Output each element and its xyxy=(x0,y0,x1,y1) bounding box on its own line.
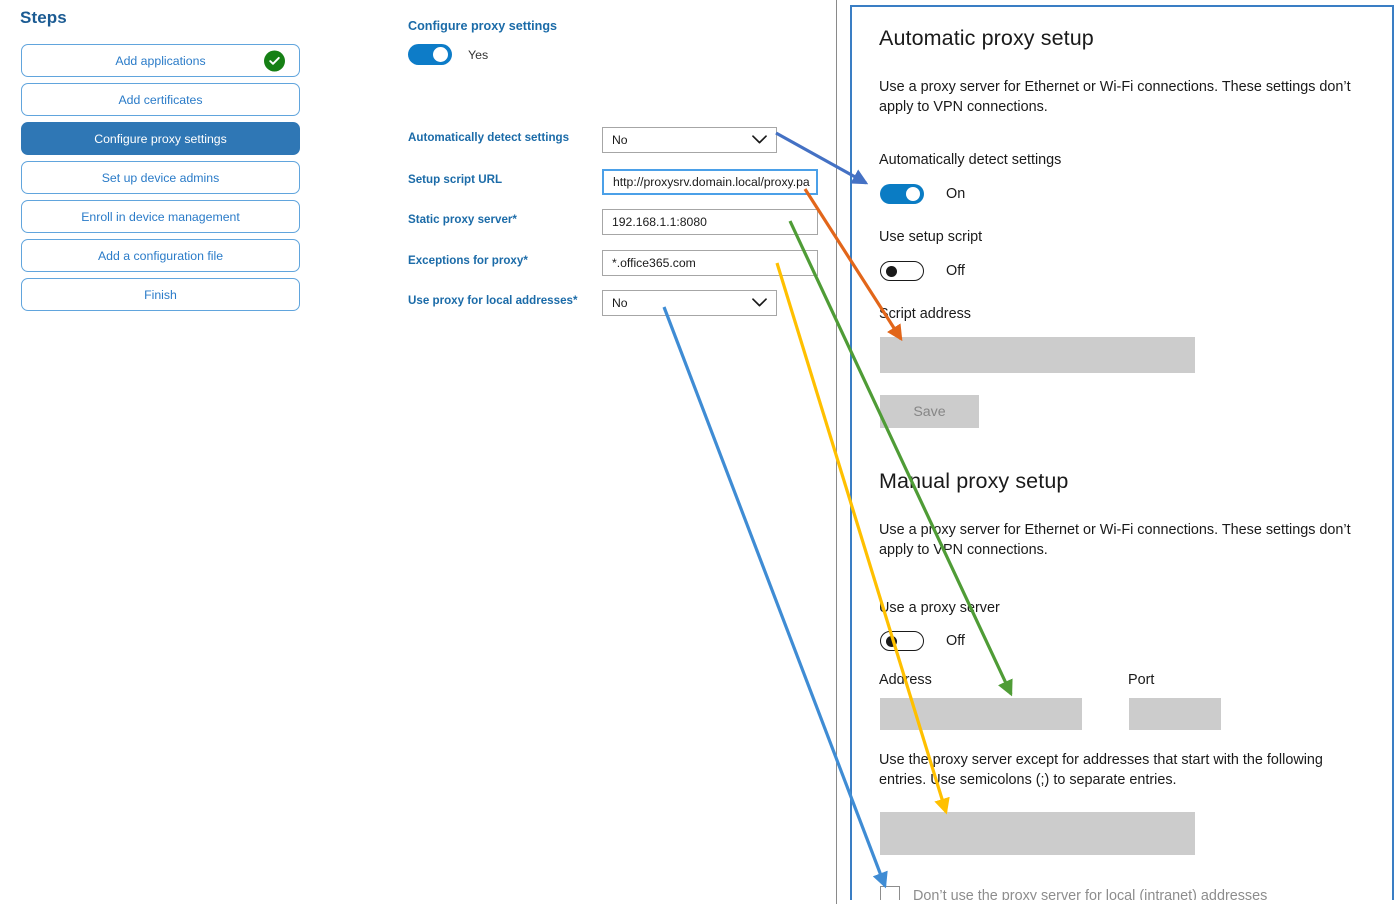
use-a-proxy-server-toggle[interactable] xyxy=(880,631,924,651)
step-button-enroll-in-device-management[interactable]: Enroll in device management xyxy=(21,200,300,233)
automatic-proxy-setup-description: Use a proxy server for Ethernet or Wi-Fi… xyxy=(879,79,1351,116)
static-proxy-server-input[interactable]: 192.168.1.1:8080 xyxy=(602,209,818,235)
save-button-label: Save xyxy=(913,403,946,420)
field-exceptions-for-proxy: Exceptions for proxy* *.office365.com xyxy=(408,250,858,276)
form-heading: Configure proxy settings xyxy=(408,19,558,33)
use-setup-script-toggle[interactable] xyxy=(880,261,924,281)
step-button-set-up-device-admins[interactable]: Set up device admins xyxy=(21,161,300,194)
step-label: Configure proxy settings xyxy=(94,131,227,146)
step-button-add-certificates[interactable]: Add certificates xyxy=(21,83,300,116)
steps-title: Steps xyxy=(20,8,67,27)
required-marker: * xyxy=(512,213,517,226)
field-label: Static proxy server* xyxy=(408,213,517,226)
step-button-finish[interactable]: Finish xyxy=(21,278,300,311)
use-a-proxy-server-toggle-row: Off xyxy=(880,631,965,651)
auto-detect-settings-label: Automatically detect settings xyxy=(879,152,1062,168)
input-value: http://proxysrv.domain.local/proxy.pa xyxy=(613,175,810,189)
select-value: No xyxy=(612,133,628,147)
manual-proxy-setup-description: Use a proxy server for Ethernet or Wi-Fi… xyxy=(879,522,1351,559)
steps-panel: Steps Add applications Add certificates … xyxy=(0,0,334,904)
windows-proxy-settings-panel: Automatic proxy setup Use a proxy server… xyxy=(850,5,1394,900)
step-button-configure-proxy-settings[interactable]: Configure proxy settings xyxy=(21,122,300,155)
port-label: Port xyxy=(1128,672,1155,688)
exceptions-input[interactable] xyxy=(880,812,1195,855)
field-use-proxy-for-local-addresses: Use proxy for local addresses* No xyxy=(408,290,858,316)
field-setup-script-url: Setup script URL http://proxysrv.domain.… xyxy=(408,169,858,195)
bypass-local-addresses-label: Don’t use the proxy server for local (in… xyxy=(913,888,1268,900)
bypass-local-addresses-checkbox[interactable] xyxy=(880,886,900,900)
step-label: Add a configuration file xyxy=(97,248,224,263)
field-static-proxy-server: Static proxy server* 192.168.1.1:8080 xyxy=(408,209,858,235)
automatic-proxy-setup-heading: Automatic proxy setup xyxy=(879,26,1094,50)
step-label: Enroll in device management xyxy=(81,209,240,224)
field-label: Setup script URL xyxy=(408,173,503,186)
step-label: Add applications xyxy=(115,53,206,68)
configure-proxy-settings-toggle-row: Yes xyxy=(408,44,488,65)
automatically-detect-settings-select[interactable]: No xyxy=(602,127,777,153)
use-proxy-for-local-addresses-select[interactable]: No xyxy=(602,290,777,316)
use-setup-script-toggle-row: Off xyxy=(880,261,965,281)
field-label: Automatically detect settings xyxy=(408,131,570,144)
setup-script-url-input[interactable]: http://proxysrv.domain.local/proxy.pa xyxy=(602,169,818,195)
chevron-down-icon xyxy=(752,296,767,310)
chevron-down-icon xyxy=(752,133,767,147)
step-label: Set up device admins xyxy=(101,170,220,185)
port-input[interactable] xyxy=(1129,698,1221,730)
auto-detect-settings-state: On xyxy=(946,186,966,202)
field-automatically-detect-settings: Automatically detect settings No xyxy=(408,127,836,153)
step-label: Finish xyxy=(144,287,177,302)
required-marker: * xyxy=(572,294,578,307)
step-button-add-a-configuration-file[interactable]: Add a configuration file xyxy=(21,239,300,272)
step-button-add-applications[interactable]: Add applications xyxy=(21,44,300,77)
configure-proxy-settings-toggle-label: Yes xyxy=(468,47,489,62)
manual-proxy-setup-heading: Manual proxy setup xyxy=(879,469,1069,493)
steps-list: Add applications Add certificates Config… xyxy=(21,44,300,317)
vertical-divider xyxy=(836,0,837,904)
proxy-settings-form: Configure proxy settings Yes Automatical… xyxy=(334,0,836,904)
save-button[interactable]: Save xyxy=(880,395,979,428)
exceptions-for-proxy-input[interactable]: *.office365.com xyxy=(602,250,818,276)
use-a-proxy-server-label: Use a proxy server xyxy=(879,600,1000,616)
field-label: Exceptions for proxy* xyxy=(408,254,528,267)
bypass-local-addresses-row[interactable]: Don’t use the proxy server for local (in… xyxy=(880,886,1267,900)
use-setup-script-label: Use setup script xyxy=(879,229,983,245)
exceptions-description: Use the proxy server except for addresse… xyxy=(879,752,1323,789)
use-setup-script-state: Off xyxy=(946,263,965,279)
step-label: Add certificates xyxy=(118,92,203,107)
input-value: 192.168.1.1:8080 xyxy=(612,215,707,229)
field-label: Use proxy for local addresses* xyxy=(408,294,578,307)
required-marker: * xyxy=(523,254,528,267)
configure-proxy-settings-toggle[interactable] xyxy=(408,44,452,65)
check-circle-icon xyxy=(264,50,285,71)
script-address-label: Script address xyxy=(879,306,971,322)
select-value: No xyxy=(612,296,628,310)
auto-detect-settings-toggle[interactable] xyxy=(880,184,924,204)
input-value: *.office365.com xyxy=(612,256,696,270)
auto-detect-settings-toggle-row: On xyxy=(880,184,965,204)
address-label: Address xyxy=(879,672,932,688)
script-address-input[interactable] xyxy=(880,337,1195,373)
address-input[interactable] xyxy=(880,698,1082,730)
use-a-proxy-server-state: Off xyxy=(946,633,965,649)
